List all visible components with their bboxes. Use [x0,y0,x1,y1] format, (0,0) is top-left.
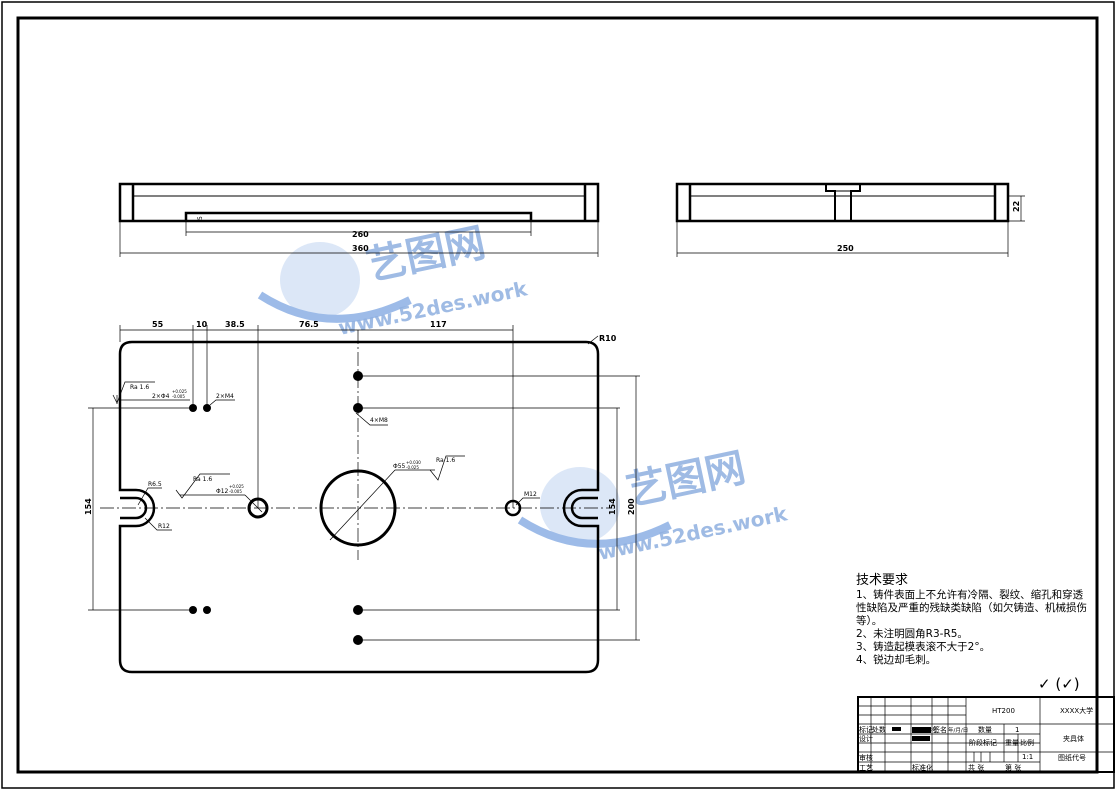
corner-radius-label: R10 [599,334,617,343]
inner-frame [16,16,1099,774]
h-55-label: 55 [152,320,164,329]
logo-text-label: 艺图网 [363,220,490,290]
quantity-label-label: 数量 [978,725,992,734]
bore55-tol-lower-label: -0.025 [406,465,419,470]
pin-holes-label: 2×Φ4 [152,393,170,400]
1-label: 性缺陷及严重的残缺类缺陷（如欠铸造、机械损伤 [856,601,1087,614]
side-view [675,182,1025,257]
sheets-total-label: 共 张 [968,763,984,772]
logo-text-label: 艺图网 [623,445,750,515]
sheet-no-label: 第 张 [1005,763,1021,772]
design-label: 设计 [859,734,873,743]
url-label: www.52des.work [596,501,790,565]
4-label: 3、铸造起模表滚不大于2°。 [856,640,990,653]
thread-m4-label: 2×M4 [216,393,234,400]
process-label: 工艺 [859,764,873,772]
h-10-label: 10 [196,320,208,329]
count-label: 处数 [872,725,886,734]
mark-label: 标记 [859,725,873,734]
standardize-label: 标准化 [912,763,933,772]
bore-55 [319,469,397,547]
bore55-tol-upper-label: +0.030 [406,460,421,465]
plan-view [88,325,640,674]
material-label: HT200 [992,707,1015,715]
file-no-label: 更改文件号 [912,727,937,734]
top-360-label: 360 [352,244,369,253]
bore12-tol-upper-label: +0.025 [229,484,244,489]
2-label: 等）。 [856,614,882,627]
quantity-label: 1 [1015,726,1019,734]
technical-requirements: 技术要求 1、铸件表面上不允许有冷隔、裂纹、缩孔和穿透 性缺陷及严重的残缺类缺陷… [856,573,1087,666]
weight-label-label: 重量 [1005,739,1019,747]
title-label: 技术要求 [856,573,908,588]
scale-label: 1:1 [1022,753,1033,761]
v-left-154-label: 154 [84,498,93,515]
side-22-label: 22 [1012,201,1021,212]
bore12-label: Φ12 [216,488,229,495]
bore12-tol-lower-label: -0.005 [229,489,242,494]
pin-tol-lower-label: -0.005 [172,394,185,399]
bore55-label: Φ55 [393,463,406,470]
m12-label: M12 [524,491,537,498]
pin-tol-upper-label: +0.025 [172,389,187,394]
school-label: XXXX大学 [1060,706,1093,715]
watermark-middle: 艺图网 www.52des.work [517,445,790,565]
h-117-label: 117 [430,320,447,329]
scale-label-label: 比例 [1020,738,1034,747]
0-label: 1、铸件表面上不允许有冷隔、裂纹、缩孔和穿透 [856,588,1084,601]
title-block [857,696,1115,773]
thread-m8-label: 4×M8 [370,417,388,424]
top-slot-depth-label: 5 [197,216,204,220]
h-38-5-label: 38.5 [225,320,245,329]
surface-finish-symbol: ✓ (✓) [1038,675,1080,693]
h-76-5-label: 76.5 [299,320,319,329]
3-label: 2、未注明圆角R3-R5。 [856,627,968,640]
r6-5-label: R6.5 [148,481,162,488]
side-250-label: 250 [837,244,854,253]
v-200-label: 200 [627,498,636,515]
ra-top-left-label: Ra 1.6 [130,384,149,391]
sign-label: 签名 [933,725,947,734]
date-label: 年/月/日 [948,726,968,734]
drawing-no-label: 图纸代号 [1058,753,1086,762]
part-name-label: 夹具体 [1063,734,1084,743]
review-label: 审核 [859,753,873,762]
stage-label-label: 阶段标记 [969,738,997,747]
v-right-154-label: 154 [608,498,617,515]
top-260-label: 260 [352,230,369,239]
globe-icon [280,242,360,318]
r12-label: R12 [158,523,170,530]
globe-icon [540,467,620,543]
ra-center-label: Ra 1.6 [436,457,455,464]
5-label: 4、锐边却毛刺。 [856,653,936,666]
front-view [118,182,600,257]
ra-mid-left-label: Ra 1.6 [193,476,212,483]
